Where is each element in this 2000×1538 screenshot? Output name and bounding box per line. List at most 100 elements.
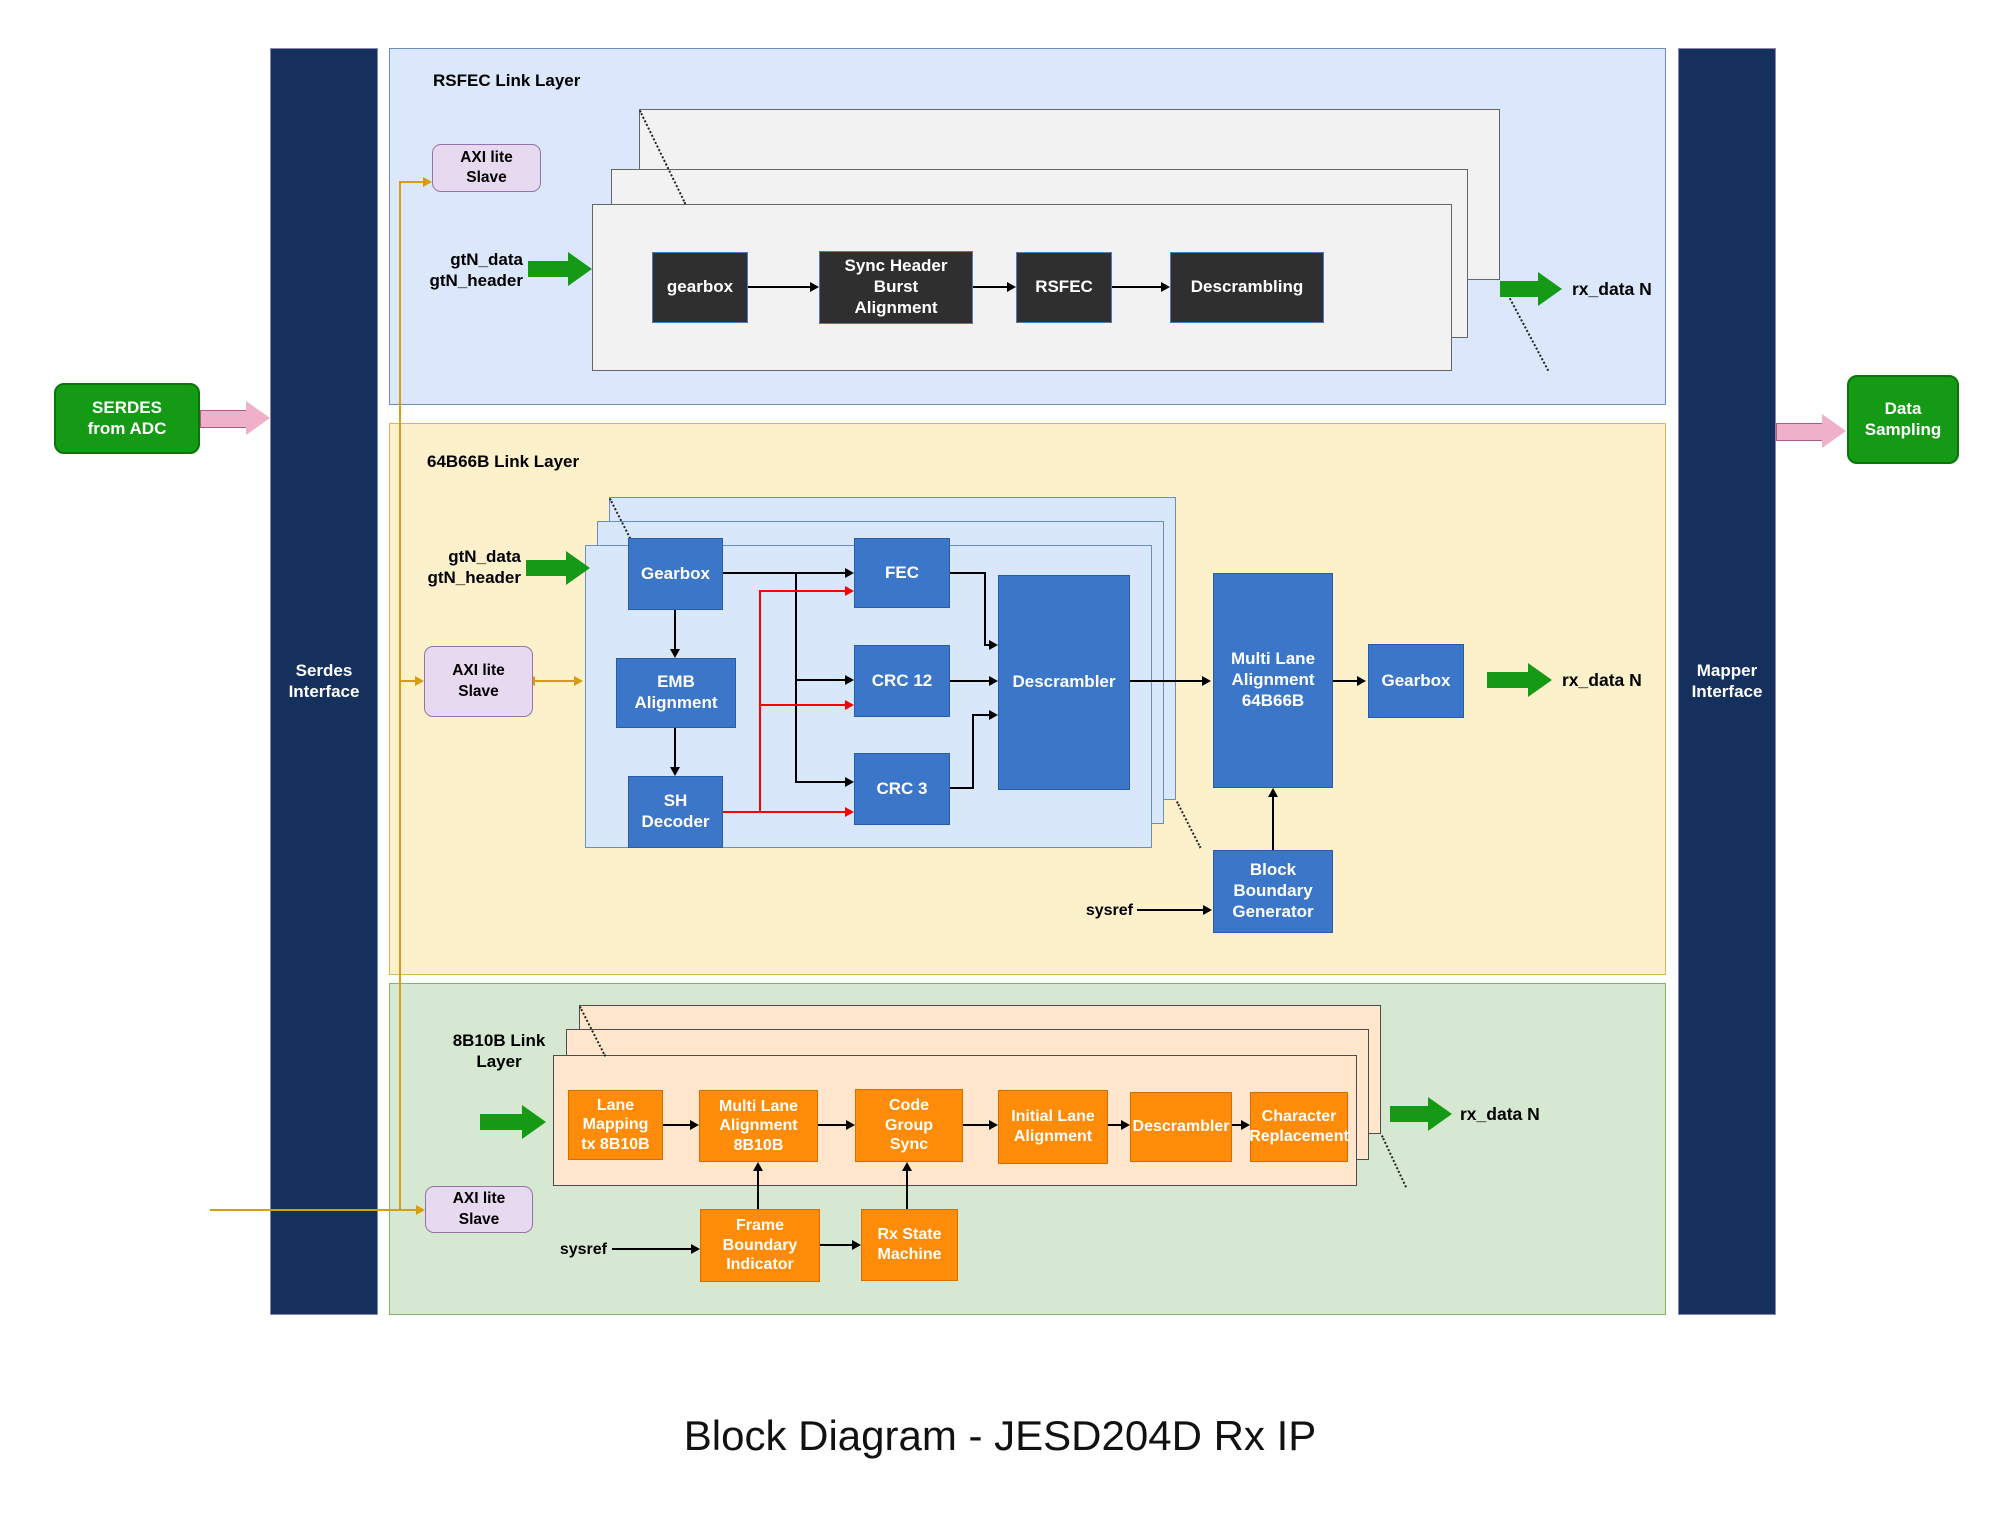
pink-arrow bbox=[200, 410, 249, 428]
connector-line-red bbox=[760, 704, 845, 706]
connector-line-red bbox=[760, 590, 845, 592]
64b66b-gtn-input-label: gtN_data gtN_header bbox=[427, 547, 521, 588]
axi-bus-line bbox=[399, 680, 415, 682]
8b10b-axi-lite-slave: AXI lite Slave bbox=[425, 1186, 533, 1233]
pink-arrow bbox=[1776, 423, 1825, 441]
8b10b-initial-lane-alignment-block: Initial Lane Alignment bbox=[998, 1090, 1108, 1164]
connector-line bbox=[1108, 1124, 1121, 1126]
64b66b-emb-alignment-block: EMB Alignment bbox=[616, 658, 736, 728]
connector-line bbox=[963, 1124, 989, 1126]
connector-line bbox=[984, 644, 989, 646]
arrowhead bbox=[1007, 282, 1016, 292]
axi-bus-line bbox=[399, 181, 423, 183]
64b66b-crc3-block: CRC 3 bbox=[854, 753, 950, 825]
connector-line bbox=[818, 1124, 846, 1126]
connector-line bbox=[796, 781, 845, 783]
axi-bus-line bbox=[399, 182, 401, 1211]
arrowhead bbox=[1357, 676, 1366, 686]
arrowhead bbox=[691, 1244, 700, 1254]
connector-line bbox=[723, 572, 845, 574]
8b10b-multi-lane-alignment-block: Multi Lane Alignment 8B10B bbox=[699, 1090, 818, 1162]
axi-bus-line bbox=[535, 680, 574, 682]
connector-line bbox=[796, 679, 845, 681]
green-output-arrow bbox=[1487, 672, 1529, 688]
rsfec-descrambling-block: Descrambling bbox=[1170, 252, 1324, 323]
connector-line bbox=[906, 1171, 908, 1209]
arrowhead bbox=[1241, 1120, 1250, 1130]
8b10b-character-replacement-block: Character Replacement bbox=[1249, 1092, 1349, 1162]
axi-arrowhead bbox=[574, 676, 583, 686]
arrowhead bbox=[845, 586, 854, 596]
diagram-title: Block Diagram - JESD204D Rx IP bbox=[683, 1412, 1317, 1459]
arrowhead bbox=[690, 1120, 699, 1130]
arrowhead bbox=[1161, 282, 1170, 292]
arrowhead bbox=[902, 1162, 912, 1171]
8b10b-code-group-sync-block: Code Group Sync bbox=[855, 1089, 963, 1162]
64b66b-crc12-block: CRC 12 bbox=[854, 645, 950, 717]
green-output-arrow-head bbox=[1428, 1097, 1452, 1131]
8b10b-sysref-label: sysref bbox=[559, 1241, 607, 1258]
connector-line bbox=[973, 286, 1007, 288]
64b66b-fec-block: FEC bbox=[854, 538, 950, 608]
green-output-arrow-head bbox=[1528, 663, 1552, 697]
arrowhead bbox=[989, 640, 998, 650]
connector-line-red bbox=[759, 590, 761, 813]
8b10b-layer-label: 8B10B Link Layer bbox=[452, 1031, 546, 1072]
connector-line bbox=[1272, 796, 1274, 850]
data-sampling-box: Data Sampling bbox=[1847, 375, 1959, 464]
connector-line bbox=[1333, 680, 1357, 682]
pink-arrow-head bbox=[246, 401, 270, 435]
connector-line bbox=[612, 1248, 691, 1250]
arrowhead bbox=[1203, 905, 1212, 915]
connector-line bbox=[795, 572, 797, 783]
axi-bus-line bbox=[210, 1209, 416, 1211]
8b10b-output-label: rx_data N bbox=[1460, 1104, 1540, 1124]
connector-line bbox=[972, 714, 989, 716]
green-output-arrow bbox=[1500, 281, 1539, 297]
64b66b-gearbox-out-block: Gearbox bbox=[1368, 644, 1464, 718]
green-input-arrow bbox=[480, 1114, 523, 1130]
arrowhead bbox=[845, 568, 854, 578]
green-input-arrow bbox=[526, 560, 567, 576]
rsfec-gearbox-block: gearbox bbox=[652, 252, 748, 323]
rsfec-sync-header-burst-alignment-block: Sync Header Burst Alignment bbox=[819, 251, 973, 324]
arrowhead bbox=[1121, 1120, 1130, 1130]
rsfec-gtn-input-label: gtN_data gtN_header bbox=[429, 250, 523, 291]
arrowhead bbox=[989, 676, 998, 686]
axi-arrowhead bbox=[416, 1205, 425, 1215]
connector-line bbox=[972, 715, 974, 789]
connector-line bbox=[674, 728, 676, 768]
connector-line bbox=[1137, 909, 1203, 911]
arrowhead bbox=[670, 649, 680, 658]
64b66b-output-label: rx_data N bbox=[1562, 670, 1642, 690]
connector-line bbox=[950, 680, 989, 682]
green-output-arrow bbox=[1390, 1106, 1429, 1122]
connector-line bbox=[820, 1244, 852, 1246]
8b10b-rx-state-machine-block: Rx State Machine bbox=[861, 1209, 958, 1281]
8b10b-descrambler-block: Descrambler bbox=[1130, 1092, 1232, 1162]
64b66b-multi-lane-alignment-block: Multi Lane Alignment 64B66B bbox=[1213, 573, 1333, 788]
rsfec-layer-label: RSFEC Link Layer bbox=[433, 71, 581, 90]
8b10b-frame-boundary-indicator-block: Frame Boundary Indicator bbox=[700, 1209, 820, 1282]
connector-line-red bbox=[723, 811, 845, 813]
arrowhead bbox=[810, 282, 819, 292]
axi-arrowhead bbox=[415, 676, 424, 686]
64b66b-sh-decoder-block: SH Decoder bbox=[628, 776, 723, 848]
arrowhead bbox=[1202, 676, 1211, 686]
arrowhead bbox=[846, 1120, 855, 1130]
green-input-arrow bbox=[528, 261, 569, 277]
connector-line bbox=[950, 787, 974, 789]
arrowhead bbox=[670, 767, 680, 776]
arrowhead bbox=[989, 1120, 998, 1130]
green-input-arrow-head bbox=[522, 1105, 546, 1139]
connector-line bbox=[950, 572, 986, 574]
64b66b-axi-lite-slave: AXI lite Slave bbox=[424, 646, 533, 717]
64b66b-gearbox-in-block: Gearbox bbox=[628, 538, 723, 610]
arrowhead bbox=[989, 710, 998, 720]
arrowhead bbox=[845, 675, 854, 685]
rsfec-axi-lite-slave: AXI lite Slave bbox=[432, 144, 541, 192]
arrowhead bbox=[845, 807, 854, 817]
axi-arrowhead bbox=[423, 177, 432, 187]
mapper-interface-bar: Mapper Interface bbox=[1678, 48, 1776, 1315]
